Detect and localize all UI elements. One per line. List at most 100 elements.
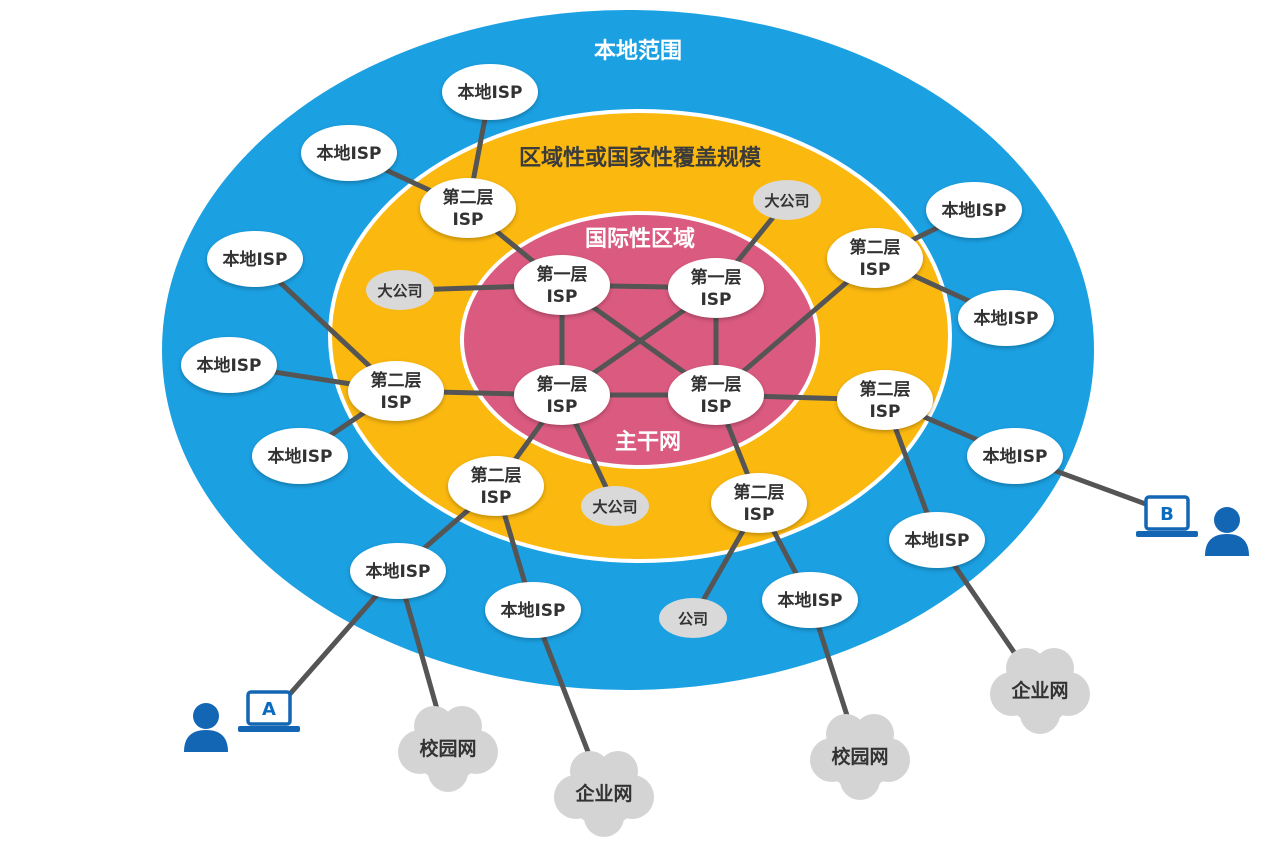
tier2-isp[interactable]: 第二层 ISP (448, 456, 544, 516)
cloud-puff (840, 760, 880, 800)
local-isp[interactable]: 本地ISP (301, 125, 397, 181)
local-isp-bubble (762, 572, 858, 628)
enterprise-network-label: 企业网 (574, 782, 632, 805)
tier1-isp[interactable]: 第一层 ISP (668, 365, 764, 425)
local-isp-label: 本地ISP (982, 446, 1047, 467)
local-isp[interactable]: 本地ISP (926, 182, 1022, 238)
local-isp-bubble (181, 337, 277, 393)
big-company-bubble (581, 486, 649, 526)
local-isp-label: 本地ISP (196, 355, 261, 376)
local-isp-bubble (252, 428, 348, 484)
tier2-isp[interactable]: 第二层 ISP (711, 473, 807, 533)
tier2-isp[interactable]: 第二层 ISP (837, 370, 933, 430)
tier2-isp-bubble (827, 228, 923, 288)
tier2-isp-bubble (420, 178, 516, 238)
tier2-isp[interactable]: 第二层 ISP (827, 228, 923, 288)
big-company[interactable]: 大公司 (753, 180, 821, 220)
enterprise-network-label: 企业网 (1010, 679, 1068, 702)
backbone-label: 主干网 (615, 430, 681, 455)
user-head (1214, 507, 1240, 533)
cloud-puff (442, 706, 482, 746)
cloud-puff (826, 714, 866, 754)
tier1-isp-bubble (514, 365, 610, 425)
tier2-isp-line1: 第二层 (734, 482, 785, 503)
enterprise-network-cloud[interactable]: 企业网 (554, 751, 654, 837)
local-isp-label: 本地ISP (222, 249, 287, 270)
local-isp-label: 本地ISP (365, 561, 430, 582)
laptop-icon: B (1136, 495, 1198, 537)
tier2-isp-line2: ISP (859, 260, 890, 280)
cloud-puff (1034, 648, 1074, 688)
tier2-isp[interactable]: 第二层 ISP (348, 361, 444, 421)
campus-network-label: 校园网 (419, 737, 476, 760)
tier2-isp-line1: 第二层 (371, 370, 422, 391)
local-isp[interactable]: 本地ISP (207, 231, 303, 287)
tier1-isp[interactable]: 第一层 ISP (514, 255, 610, 315)
local-isp[interactable]: 本地ISP (350, 543, 446, 599)
campus-network-cloud[interactable]: 校园网 (810, 714, 910, 800)
company-bubble (659, 598, 727, 638)
laptop-base (238, 726, 300, 732)
company[interactable]: 公司 (659, 598, 727, 638)
user-head (193, 703, 219, 729)
cloud-puff (414, 706, 454, 746)
user-body (1205, 534, 1249, 556)
tier2-isp-bubble (837, 370, 933, 430)
big-company[interactable]: 大公司 (366, 270, 434, 310)
tier2-isp-line1: 第二层 (850, 237, 901, 258)
tier2-isp-line1: 第二层 (860, 379, 911, 400)
local-isp[interactable]: 本地ISP (889, 512, 985, 568)
tier1-isp-line1: 第一层 (537, 264, 588, 285)
big-company-bubble (753, 180, 821, 220)
tier1-isp-line2: ISP (700, 397, 731, 417)
local-isp-bubble (926, 182, 1022, 238)
laptop-base (1136, 531, 1198, 537)
tier1-isp[interactable]: 第一层 ISP (668, 258, 764, 318)
company-label: 公司 (678, 610, 708, 628)
tier1-isp-bubble (668, 258, 764, 318)
local-isp[interactable]: 本地ISP (967, 428, 1063, 484)
big-company[interactable]: 大公司 (581, 486, 649, 526)
tier2-isp-line2: ISP (380, 393, 411, 413)
tier1-isp-line2: ISP (546, 287, 577, 307)
user-icon (1205, 507, 1249, 556)
host-a[interactable]: A (184, 690, 300, 752)
tier2-isp-bubble (711, 473, 807, 533)
local-isp[interactable]: 本地ISP (485, 582, 581, 638)
local-isp[interactable]: 本地ISP (442, 64, 538, 120)
tier1-isp-line2: ISP (700, 290, 731, 310)
tier1-isp[interactable]: 第一层 ISP (514, 365, 610, 425)
local-isp-bubble (889, 512, 985, 568)
laptop-screen (1144, 495, 1190, 531)
big-company-label: 大公司 (592, 498, 637, 516)
regional-zone-label: 区域性或国家性覆盖规模 (519, 145, 762, 171)
tier1-isp-line1: 第一层 (691, 374, 742, 395)
local-isp[interactable]: 本地ISP (958, 290, 1054, 346)
tier2-isp[interactable]: 第二层 ISP (420, 178, 516, 238)
cloud-puff (854, 714, 894, 754)
local-isp-label: 本地ISP (904, 530, 969, 551)
host-b-label: B (1160, 504, 1174, 525)
host-b[interactable]: B (1136, 495, 1249, 556)
big-company-label: 大公司 (377, 282, 422, 300)
international-zone-label: 国际性区域 (585, 226, 695, 252)
tier2-isp-line2: ISP (480, 488, 511, 508)
cloud-puff (570, 751, 610, 791)
local-isp-bubble (967, 428, 1063, 484)
campus-network-cloud[interactable]: 校园网 (398, 706, 498, 792)
local-isp-label: 本地ISP (500, 600, 565, 621)
tier2-isp-bubble (448, 456, 544, 516)
local-isp-bubble (207, 231, 303, 287)
local-isp[interactable]: 本地ISP (181, 337, 277, 393)
cloud-puff (1006, 648, 1046, 688)
local-isp[interactable]: 本地ISP (762, 572, 858, 628)
enterprise-network-cloud[interactable]: 企业网 (990, 648, 1090, 734)
tier1-isp-line2: ISP (546, 397, 577, 417)
big-company-label: 大公司 (764, 192, 809, 210)
cloud-puff (598, 751, 638, 791)
local-isp-bubble (301, 125, 397, 181)
tier1-isp-bubble (514, 255, 610, 315)
local-isp[interactable]: 本地ISP (252, 428, 348, 484)
local-isp-label: 本地ISP (457, 82, 522, 103)
